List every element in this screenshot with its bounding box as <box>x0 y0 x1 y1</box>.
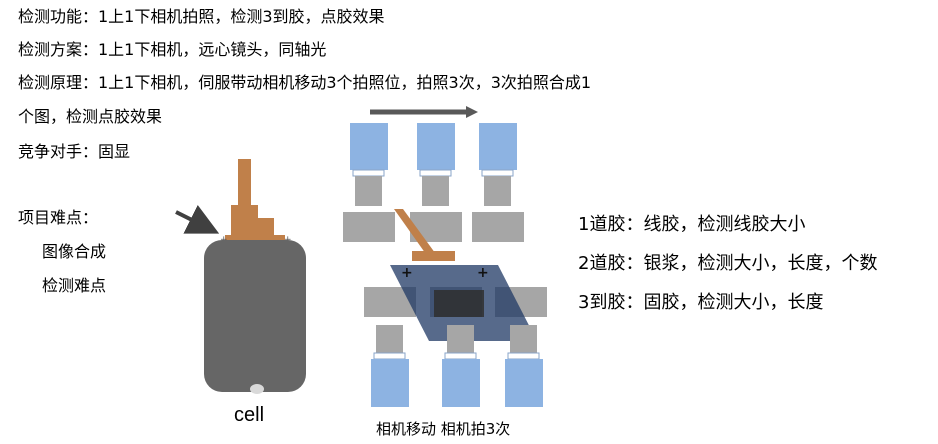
detection-scheme-text: 检测方案：1上1下相机，远心镜头，同轴光 <box>18 40 327 59</box>
detection-function-text: 检测功能：1上1下相机拍照，检测3到胶，点胶效果 <box>18 7 385 26</box>
inspected-product: + + <box>390 209 537 341</box>
product-copper-plate <box>412 251 455 261</box>
product-window <box>434 290 484 317</box>
pointer-arrow <box>175 204 220 234</box>
cell-body <box>204 240 306 392</box>
bottom-camera-3 <box>505 325 543 407</box>
detection-principle-text: 检测原理：1上1下相机，伺服带动相机移动3个拍照位，拍照3次，3次拍照合成1 <box>18 73 592 92</box>
difficulty-item-image-stitching: 图像合成 <box>42 242 107 261</box>
camera-caption: 相机移动 相机拍3次 <box>376 420 511 438</box>
glue-item-1: 1道胶：线胶，检测线胶大小 <box>578 214 806 235</box>
competitor-text: 竞争对手：固显 <box>18 142 131 161</box>
camera-move-arrow-head <box>466 106 478 118</box>
top-camera-2 <box>417 123 455 206</box>
bottom-camera-1 <box>371 325 409 407</box>
difficulty-title: 项目难点： <box>18 208 99 227</box>
top-light-1 <box>343 212 395 242</box>
cell-copper-tab-step <box>251 218 274 235</box>
top-camera-3 <box>479 123 517 206</box>
bottom-camera-2 <box>442 325 480 407</box>
cell-label: cell <box>234 404 265 426</box>
product-copper-tab <box>394 209 438 257</box>
top-camera-1 <box>350 123 388 206</box>
cell-illustration: + + <box>175 159 306 394</box>
top-light-3 <box>472 212 524 242</box>
glue-item-2: 2道胶：银浆，检测大小，长度，个数 <box>578 253 878 274</box>
cell-hole <box>250 384 264 394</box>
plus-mark-icon: + <box>401 265 413 281</box>
cell-copper-plate <box>225 235 285 243</box>
plus-mark-icon: + <box>477 265 489 281</box>
glue-item-3: 3到胶：固胶，检测大小，长度 <box>578 292 824 313</box>
difficulty-item-detection: 检测难点 <box>42 276 107 295</box>
detection-principle-continued-text: 个图，检测点胶效果 <box>18 107 163 126</box>
